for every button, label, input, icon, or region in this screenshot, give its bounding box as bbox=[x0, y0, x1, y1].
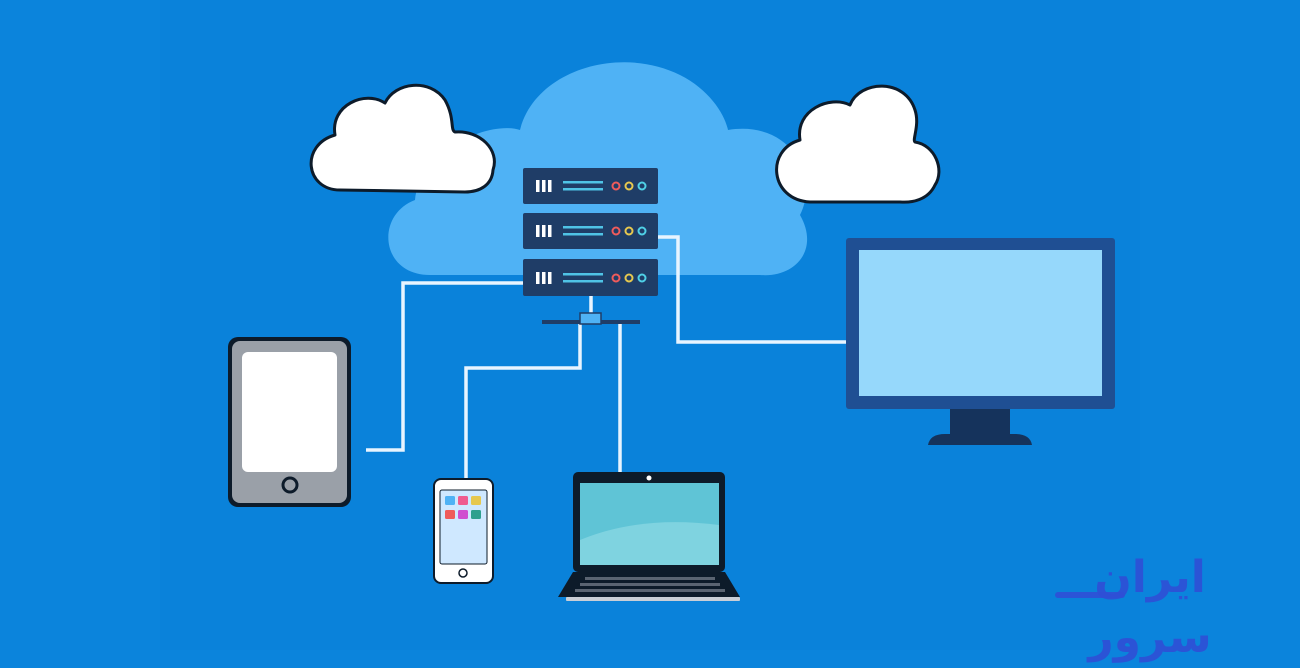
cable-to-monitor bbox=[658, 235, 860, 344]
cable-to-tablet bbox=[366, 281, 523, 452]
laptop-icon bbox=[558, 472, 740, 601]
server-unit-2 bbox=[523, 213, 658, 249]
server-unit-1 bbox=[523, 168, 658, 204]
desktop-monitor-icon bbox=[846, 238, 1115, 445]
network-diagram bbox=[228, 62, 1125, 601]
smartphone-icon bbox=[433, 478, 494, 584]
small-cloud-left bbox=[309, 83, 496, 194]
tablet-icon bbox=[228, 337, 351, 507]
brand-logo-mark bbox=[1055, 592, 1125, 598]
server-rack-icon bbox=[523, 168, 658, 296]
brand-logo: ایران سرور bbox=[1088, 552, 1212, 663]
cable-to-smartphone bbox=[464, 320, 582, 480]
small-cloud-right bbox=[775, 84, 941, 204]
server-unit-3 bbox=[523, 259, 658, 296]
network-switch-icon bbox=[542, 312, 640, 325]
